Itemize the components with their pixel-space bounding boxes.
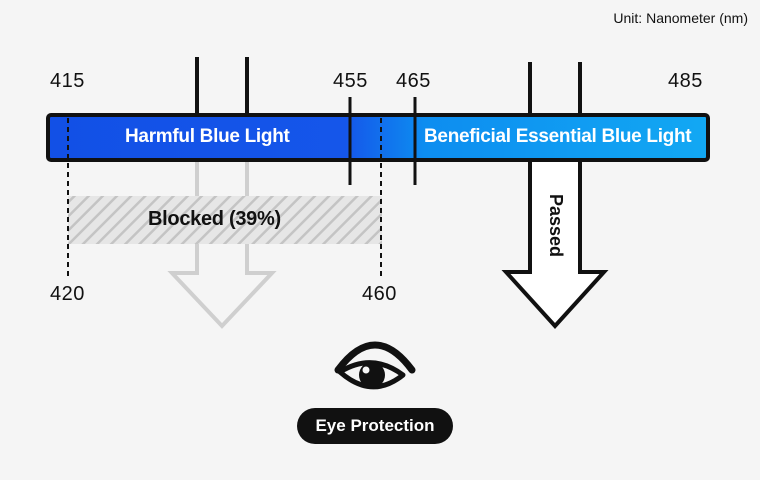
tick-420: 420: [50, 283, 85, 305]
tick-455: 455: [333, 70, 368, 92]
harmful-label: Harmful Blue Light: [125, 126, 290, 147]
blocked-label: Blocked (39%): [148, 208, 281, 230]
eye-icon: [334, 341, 416, 390]
tick-465: 465: [396, 70, 431, 92]
tick-460: 460: [362, 283, 397, 305]
blocked-arrow: [167, 158, 277, 329]
eye-protection-badge: Eye Protection: [297, 408, 453, 444]
blocked-region: [68, 196, 382, 244]
tick-415: 415: [50, 70, 85, 92]
passed-label: Passed: [546, 194, 566, 258]
unit-label: Unit: Nanometer (nm): [613, 10, 748, 26]
beneficial-label: Beneficial Essential Blue Light: [424, 126, 692, 147]
tick-485: 485: [668, 70, 703, 92]
passed-arrow: [501, 62, 609, 329]
spectrum-bar: [46, 113, 710, 162]
